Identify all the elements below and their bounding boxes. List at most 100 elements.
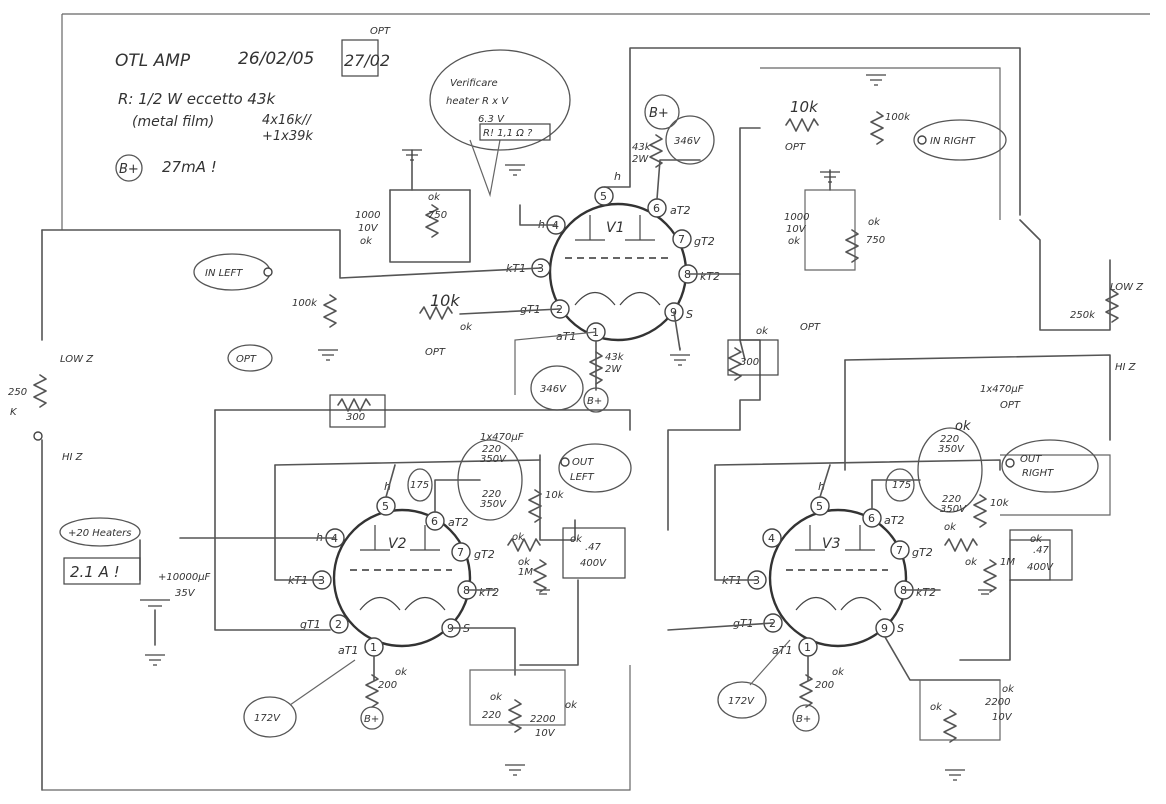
res-300-left-box	[329, 394, 386, 428]
voltage-175-left: 175	[410, 480, 429, 491]
voltage-346-bottom-oval	[530, 365, 584, 411]
res-200-left: 200	[378, 680, 397, 691]
bplus-top-oval	[644, 94, 680, 130]
tube-v1-label: V1	[606, 220, 624, 236]
svg-text:7: 7	[896, 544, 903, 557]
cap-047-left-box	[562, 527, 626, 579]
date-note: OPT	[370, 26, 391, 37]
hi-z-right: HI Z	[1115, 362, 1137, 373]
cap-047-right-box	[1009, 529, 1073, 581]
in-right-label: IN RIGHT	[930, 136, 976, 147]
bplus-current: 27mA !	[162, 158, 217, 176]
voltage-175-right: 175	[892, 480, 911, 491]
bplus-v2-oval	[360, 706, 384, 730]
res-1m-left-ok: ok	[518, 557, 531, 568]
cap-1000-right-val: 1000	[784, 212, 809, 223]
out-left-jack-icon	[560, 457, 570, 467]
verify-line2: heater R x V	[446, 96, 509, 107]
res-gt2-left-ok: ok	[512, 532, 525, 543]
svg-text:5: 5	[816, 500, 823, 513]
bplus-top: B+	[649, 106, 669, 121]
cap-10000-volt: 35V	[175, 588, 196, 599]
in-left-label: IN LEFT	[205, 268, 243, 279]
out-right-port[interactable]: OUT RIGHT	[1001, 439, 1099, 493]
svg-text:aT1: aT1	[338, 644, 358, 657]
res-10k-out-right: 10k	[990, 498, 1010, 509]
cap-1000-val: 1000	[355, 210, 380, 221]
res-10k-left: 10k	[430, 291, 460, 310]
low-z-right: LOW Z	[1110, 282, 1144, 293]
cap-2200-left-volt: 10V	[535, 728, 556, 739]
svg-text:6: 6	[431, 515, 438, 528]
in-left-port[interactable]: IN LEFT	[193, 253, 273, 291]
opt-cap-right: OPT	[1000, 400, 1021, 411]
res-750-ok: ok	[428, 192, 441, 203]
opt-300-left-oval	[227, 344, 273, 372]
res-300-right-box	[727, 339, 779, 376]
ok-left: ok	[460, 322, 473, 333]
voltage-175-right-oval	[885, 468, 915, 502]
title-text: OTL AMP	[115, 51, 191, 71]
cap-350-right-top: 350V	[938, 444, 965, 455]
pot-250k-left-unit: K	[10, 407, 18, 418]
tube-v2-label: V2	[388, 536, 407, 552]
svg-text:gT2: gT2	[912, 546, 933, 559]
in-right-port[interactable]: IN RIGHT	[913, 119, 1007, 161]
opt-300-right: OPT	[800, 322, 821, 333]
pot-100k-left: 100k	[292, 298, 318, 309]
res-43k-top-val: 43k	[632, 142, 652, 153]
verify-line1: Verificare	[450, 78, 498, 89]
svg-text:6: 6	[868, 512, 875, 525]
svg-text:aT1: aT1	[556, 330, 576, 343]
resistors-note-1: R: 1/2 W eccetto 43k	[118, 90, 276, 108]
out-right-2: RIGHT	[1022, 468, 1054, 479]
tube-v3: V3 5 6 7 8 9 1 2 3 4 h aT2 gT2 kT2 S kT1…	[722, 480, 936, 657]
svg-text:aT2: aT2	[448, 516, 468, 529]
res-1m-right-ok: ok	[965, 557, 978, 568]
svg-text:h: h	[614, 170, 621, 183]
ground-symbols	[145, 74, 992, 781]
res-300-left: 300	[346, 412, 365, 423]
voltage-346-bottom: 346V	[540, 384, 567, 395]
hi-z-left: HI Z	[62, 452, 84, 463]
svg-text:4: 4	[768, 532, 775, 545]
cap-220-left-top: 220	[482, 444, 501, 455]
cap-left-oval	[457, 439, 523, 521]
svg-text:5: 5	[382, 500, 389, 513]
voltage-172-left: 172V	[254, 713, 281, 724]
verify-oval	[429, 49, 571, 151]
low-z-left: LOW Z	[60, 354, 94, 365]
svg-text:aT2: aT2	[884, 514, 904, 527]
opt-300-left: OPT	[236, 354, 257, 365]
tube-v1: V1 5 6 7 8 9 1 2 3 4 h h aT2 gT2 kT2 S k…	[506, 170, 720, 343]
res-43k-bottom-val: 43k	[605, 352, 625, 363]
cap-047-left-volt: 400V	[580, 558, 607, 569]
svg-text:kT2: kT2	[700, 270, 720, 283]
res-43k-bottom-w: 2W	[605, 364, 622, 375]
cap-1000-volt: 10V	[358, 223, 379, 234]
res-1m-left: 1M	[518, 567, 533, 578]
cap-1000-ok: ok	[360, 236, 373, 247]
voltage-346-top-oval	[665, 115, 715, 165]
res-750-right-val: 750	[866, 235, 885, 246]
svg-text:kT2: kT2	[916, 586, 936, 599]
svg-text:1: 1	[370, 641, 377, 654]
cap-047-right-ok: ok	[1030, 534, 1043, 545]
bplus-symbol	[115, 154, 143, 182]
cap-350-left-bottom: 350V	[480, 499, 507, 510]
cap-2200-left-val: 2200	[530, 714, 555, 725]
resistors-note-4: +1x39k	[262, 129, 313, 144]
svg-text:S: S	[686, 308, 693, 321]
in-right-jack-icon	[917, 135, 927, 145]
res-750-right-ok: ok	[868, 217, 881, 228]
svg-text:2: 2	[335, 618, 342, 631]
bplus-v3-oval	[792, 704, 820, 732]
opt-left: OPT	[425, 347, 446, 358]
svg-text:6: 6	[653, 202, 660, 215]
heater-current-box	[63, 557, 141, 585]
res-10k-out-left: 10k	[545, 490, 565, 501]
out-left-port[interactable]: OUT LEFT	[558, 443, 632, 493]
resistors-note-2: (metal film)	[132, 114, 214, 130]
heaters-oval	[59, 517, 141, 547]
